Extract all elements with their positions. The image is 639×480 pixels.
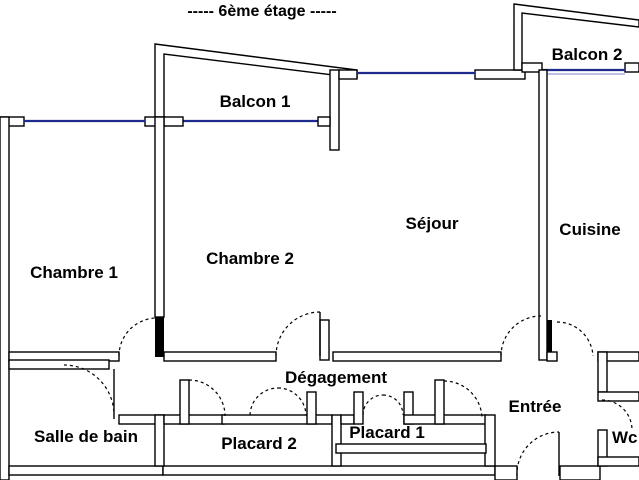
room-label-entree: Entrée xyxy=(509,397,562,416)
outer-walls xyxy=(0,3,639,480)
watermark-text: Leboncoin xyxy=(2,5,57,19)
room-label-placard-2: Placard 2 xyxy=(221,434,297,453)
room-label-degagement: Dégagement xyxy=(285,368,387,387)
room-label-placard-1: Placard 1 xyxy=(349,423,425,442)
floor-title: ----- 6ème étage ----- xyxy=(187,3,336,20)
room-label-balcon-1: Balcon 1 xyxy=(220,92,291,111)
room-label-balcon-2: Balcon 2 xyxy=(552,45,623,64)
room-label-chambre-1: Chambre 1 xyxy=(30,263,118,282)
room-label-sejour: Séjour xyxy=(406,214,459,233)
room-label-cuisine: Cuisine xyxy=(559,220,620,239)
doors xyxy=(63,311,633,477)
room-label-chambre-2: Chambre 2 xyxy=(206,249,294,268)
room-labels: Balcon 1 Balcon 2 Chambre 1 Chambre 2 Sé… xyxy=(30,45,637,453)
windows xyxy=(24,68,625,123)
room-label-wc: Wc xyxy=(612,428,638,447)
interior-walls xyxy=(8,69,639,467)
room-label-salle-de-bain: Salle de bain xyxy=(34,427,138,446)
